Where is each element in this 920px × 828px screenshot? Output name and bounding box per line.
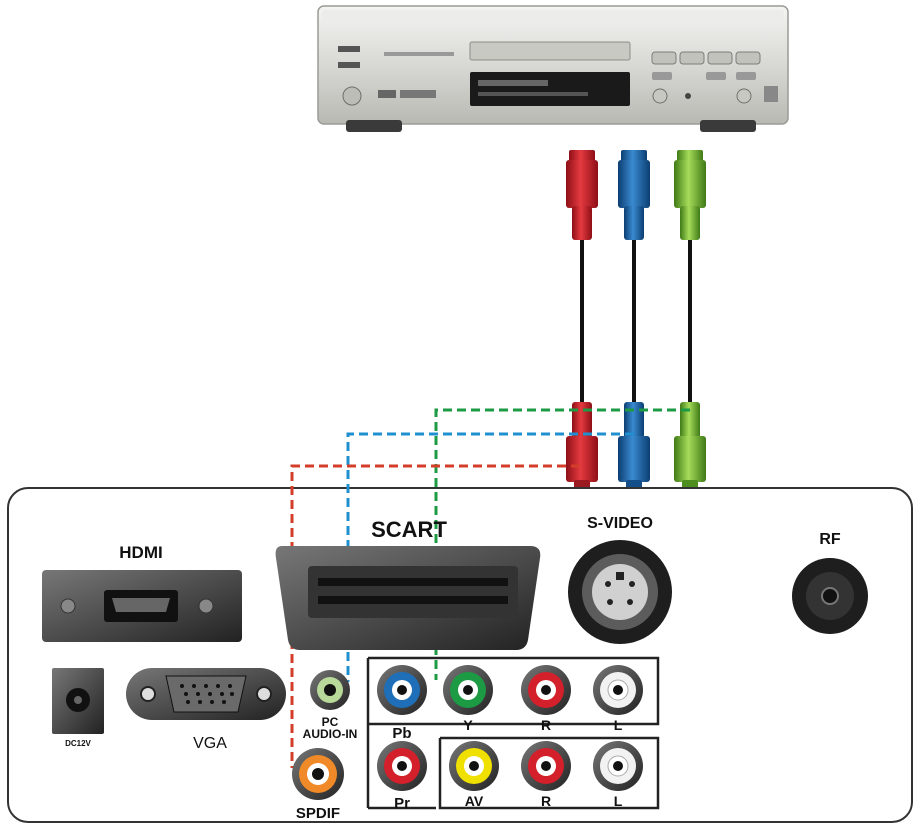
pr-label: Pr <box>394 795 410 812</box>
l-top-jack[interactable] <box>593 665 643 715</box>
l-top-label: L <box>614 717 623 733</box>
vga-label: VGA <box>193 735 227 752</box>
bottom-plug-green <box>674 402 706 492</box>
svideo-label: S-VIDEO <box>587 515 653 532</box>
pc-audio-label-line1: PC <box>322 715 339 729</box>
svideo-port[interactable] <box>568 540 672 644</box>
rf-label: RF <box>819 531 841 548</box>
dc12v-label: DC12V <box>65 739 91 748</box>
scart-label: SCART <box>371 517 447 542</box>
rf-port[interactable] <box>792 558 868 634</box>
dvd-player-icon <box>317 5 789 132</box>
hdmi-port[interactable] <box>42 570 242 642</box>
r-top-jack[interactable] <box>521 665 571 715</box>
hdmi-label: HDMI <box>119 543 162 562</box>
pb-label: Pb <box>392 725 411 742</box>
dc12v-port[interactable] <box>52 668 104 734</box>
av-label: AV <box>465 793 484 809</box>
av-jack[interactable] <box>449 741 499 791</box>
top-plug-red <box>566 150 598 240</box>
top-plug-green <box>674 150 706 240</box>
l-bottom-jack[interactable] <box>593 741 643 791</box>
r-top-label: R <box>541 717 551 733</box>
l-bottom-label: L <box>614 793 623 809</box>
pc-audio-in-jack[interactable] <box>310 670 350 710</box>
av-bracket-bottom <box>368 736 660 810</box>
pc-audio-label-line2: AUDIO-IN <box>303 727 358 741</box>
y-label: Y <box>463 717 473 733</box>
component-bracket-top <box>366 656 660 808</box>
vga-port[interactable] <box>126 668 286 720</box>
pr-jack[interactable] <box>377 741 427 791</box>
top-plug-blue <box>618 150 650 240</box>
scart-port[interactable] <box>275 546 541 650</box>
r-bottom-label: R <box>541 793 551 809</box>
cable-lines <box>580 238 692 404</box>
spdif-jack[interactable] <box>292 748 344 800</box>
bottom-plug-red <box>566 402 598 492</box>
y-jack[interactable] <box>443 665 493 715</box>
bottom-plug-blue <box>618 402 650 492</box>
spdif-label: SPDIF <box>296 805 340 822</box>
r-bottom-jack[interactable] <box>521 741 571 791</box>
pb-jack[interactable] <box>377 665 427 715</box>
